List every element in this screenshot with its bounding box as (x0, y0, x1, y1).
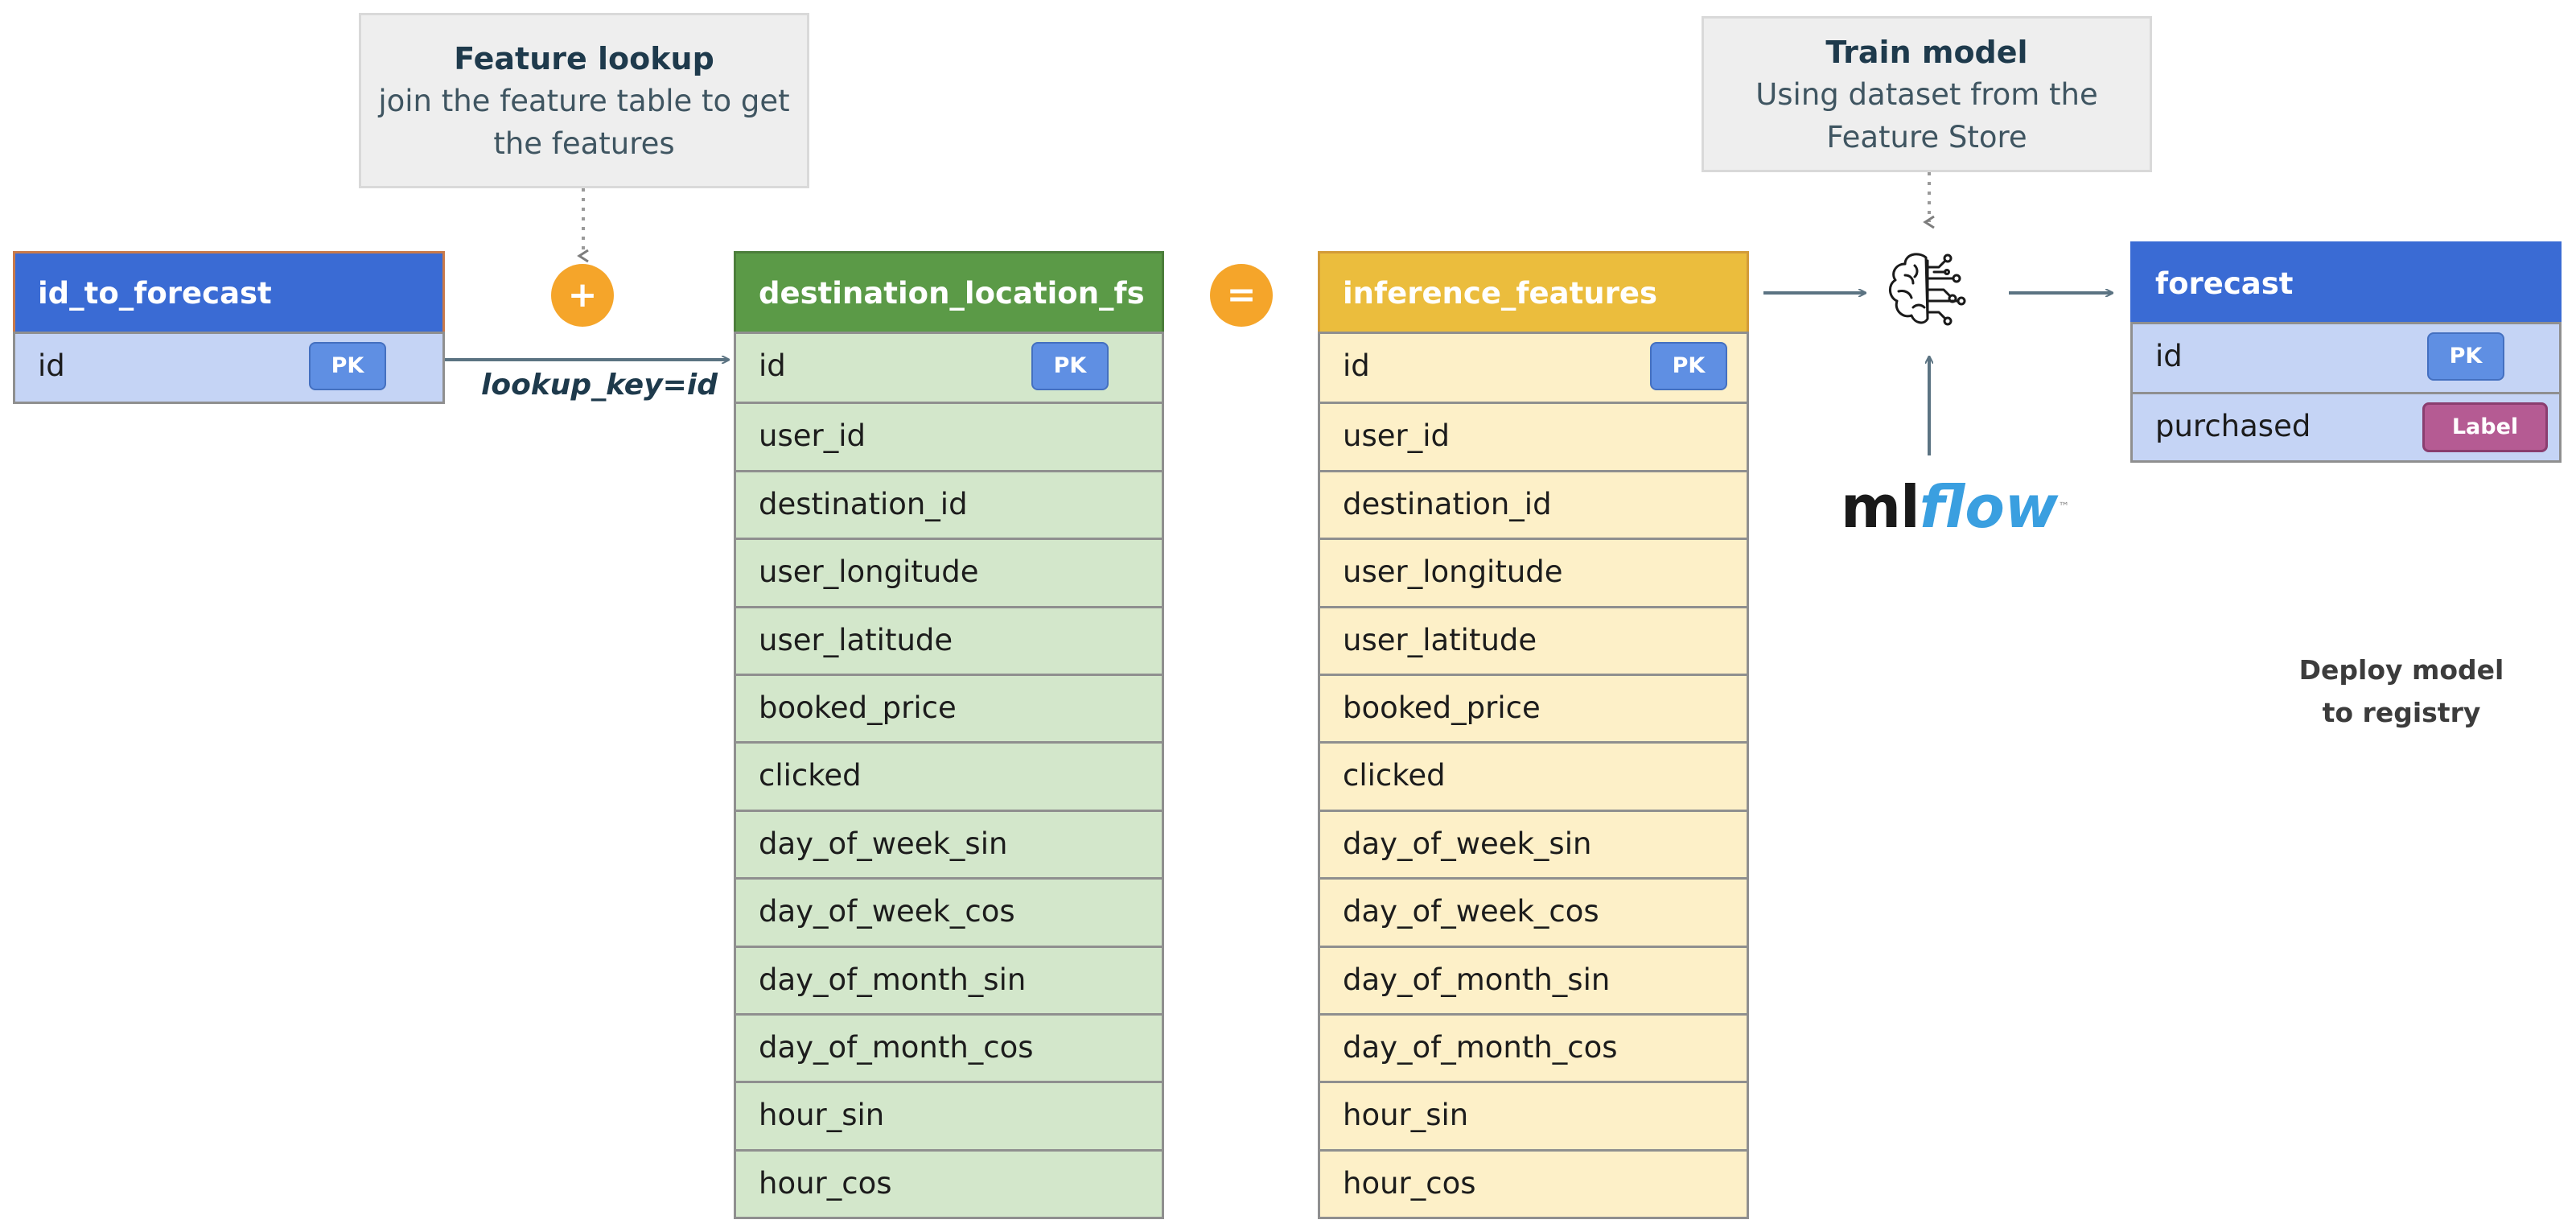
table-header-forecast: forecast (2130, 241, 2562, 322)
table-row: id PK (1320, 334, 1747, 402)
table-row: id PK (736, 334, 1162, 402)
column-name: day_of_month_sin (1343, 962, 1611, 997)
table-row: day_of_month_cos (1320, 1012, 1747, 1081)
table-header-inference-features: inference_features (1318, 251, 1749, 332)
table-row: clicked (736, 741, 1162, 809)
table-row: hour_cos (736, 1148, 1162, 1217)
table-row: day_of_month_cos (736, 1012, 1162, 1081)
column-name: hour_sin (1343, 1098, 1469, 1133)
column-name: clicked (1343, 758, 1446, 793)
plus-operator: + (551, 264, 614, 327)
table-row: day_of_week_sin (1320, 809, 1747, 877)
table-row: day_of_week_cos (1320, 877, 1747, 945)
table-row: destination_id (1320, 469, 1747, 538)
pk-badge: PK (1031, 342, 1109, 390)
table-row: clicked (1320, 741, 1747, 809)
pk-badge: PK (309, 342, 386, 390)
table-row: user_latitude (736, 605, 1162, 674)
deploy-line2: to registry (2322, 697, 2481, 728)
feature-lookup-title: Feature lookup (454, 41, 714, 76)
column-name: day_of_month_cos (759, 1029, 1034, 1065)
table-row: day_of_week_sin (736, 809, 1162, 877)
mlflow-logo-tm: ™ (2058, 501, 2070, 513)
table-row: user_id (1320, 402, 1747, 469)
column-name: user_latitude (759, 622, 953, 657)
feature-lookup-line1: join the feature table to get (378, 84, 790, 118)
column-name: day_of_week_cos (759, 894, 1015, 929)
table-header-id-to-forecast: id_to_forecast (13, 251, 445, 332)
train-model-line2: Feature Store (1826, 120, 2027, 155)
table-row: booked_price (1320, 673, 1747, 741)
table-row: user_latitude (1320, 605, 1747, 674)
table-destination-location-fs: destination_location_fs id PK user_id des… (734, 251, 1164, 1220)
column-name: day_of_month_sin (759, 962, 1027, 997)
table-row: hour_cos (1320, 1148, 1747, 1217)
column-name: id (1343, 348, 1370, 383)
table-row: day_of_month_sin (736, 945, 1162, 1013)
mlflow-logo: mlflow™ (1841, 475, 2069, 539)
table-row: id PK (15, 334, 442, 402)
table-header-destination-location-fs: destination_location_fs (734, 251, 1164, 332)
deploy-model-text: Deploy model to registry (2277, 649, 2526, 734)
deploy-line1: Deploy model (2298, 654, 2504, 686)
table-body-forecast: id PK purchased Label (2130, 322, 2562, 463)
column-name: hour_sin (759, 1098, 885, 1133)
table-row: id PK (2133, 324, 2559, 392)
column-name: booked_price (759, 690, 957, 725)
table-row: user_id (736, 402, 1162, 469)
table-row: user_longitude (736, 538, 1162, 605)
table-row: user_longitude (1320, 538, 1747, 605)
brain-circuit-icon (1889, 253, 1966, 326)
lookup-key-label: lookup_key=id (481, 369, 718, 402)
column-name: day_of_week_sin (759, 826, 1008, 861)
column-name: id (38, 348, 65, 383)
column-name: day_of_month_cos (1343, 1029, 1618, 1065)
column-name: id (2155, 339, 2183, 373)
column-name: destination_id (759, 486, 968, 521)
label-badge: Label (2422, 402, 2548, 453)
column-name: day_of_week_sin (1343, 826, 1592, 861)
train-model-title: Train model (1825, 35, 2028, 70)
table-row: hour_sin (1320, 1081, 1747, 1148)
table-body-destination-location-fs: id PK user_id destination_id user_longitu… (734, 332, 1164, 1220)
column-name: id (759, 348, 786, 383)
feature-lookup-line2: the features (493, 126, 675, 161)
table-row: booked_price (736, 673, 1162, 741)
column-name: user_id (759, 418, 866, 454)
table-row: hour_sin (736, 1081, 1162, 1148)
column-name: user_latitude (1343, 622, 1537, 657)
column-name: hour_cos (1343, 1165, 1476, 1201)
column-name: user_id (1343, 418, 1450, 454)
column-name: day_of_week_cos (1343, 894, 1599, 929)
table-row: day_of_month_sin (1320, 945, 1747, 1013)
equals-operator: = (1210, 264, 1273, 327)
feature-lookup-note: Feature lookup join the feature table to… (359, 13, 809, 188)
table-id-to-forecast: id_to_forecast id PK (13, 251, 445, 405)
table-row: day_of_week_cos (736, 877, 1162, 945)
table-row: destination_id (736, 469, 1162, 538)
column-name: booked_price (1343, 690, 1541, 725)
column-name: user_longitude (1343, 554, 1563, 590)
table-body-id-to-forecast: id PK (13, 332, 445, 405)
train-model-note: Train model Using dataset from the Featu… (1702, 16, 2152, 172)
column-name: clicked (759, 758, 862, 793)
table-body-inference-features: id PK user_id destination_id user_longitu… (1318, 332, 1749, 1220)
pk-badge: PK (2427, 332, 2504, 381)
pk-badge: PK (1650, 342, 1727, 390)
table-forecast: forecast id PK purchased Label (2130, 241, 2562, 463)
column-name: hour_cos (759, 1165, 892, 1201)
column-name: user_longitude (759, 554, 979, 590)
column-name: purchased (2155, 409, 2311, 444)
mlflow-logo-ml: ml (1841, 473, 1920, 541)
train-model-line1: Using dataset from the (1755, 77, 2098, 112)
table-inference-features: inference_features id PK user_id destinat… (1318, 251, 1749, 1220)
table-row: purchased Label (2133, 392, 2559, 459)
mlflow-logo-flow: flow (1919, 473, 2059, 541)
column-name: destination_id (1343, 486, 1552, 521)
